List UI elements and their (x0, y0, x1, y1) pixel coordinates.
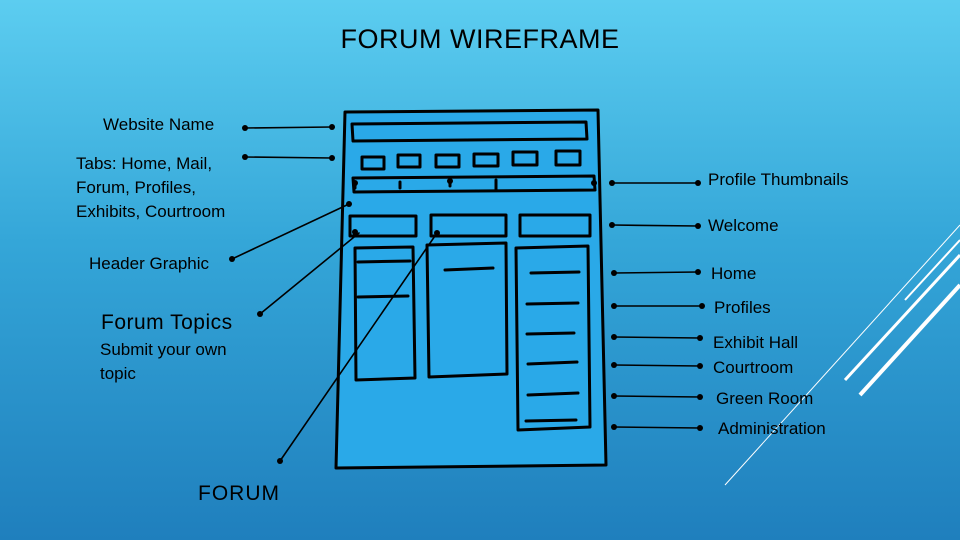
accent-line (843, 253, 960, 382)
label-submit-topic-line-1: Submit your own (100, 340, 227, 359)
label-tabs-line-2: Forum, Profiles, (76, 178, 196, 197)
tab-box (360, 155, 386, 171)
slide-title: FORUM WIREFRAME (340, 24, 620, 54)
forum-topics-box (353, 245, 417, 382)
welcome-box (429, 213, 508, 238)
label-welcome: Welcome (708, 216, 779, 235)
tab-box (472, 152, 500, 168)
header-graphic-box (518, 213, 592, 238)
accent-line (858, 283, 960, 397)
label-forum: FORUM (198, 482, 280, 505)
label-exhibit-hall: Exhibit Hall (713, 333, 799, 352)
label-profile-thumbnails: Profile Thumbnails (708, 170, 849, 189)
label-submit-topic-line-2: topic (100, 364, 136, 383)
tab-box (511, 150, 539, 167)
tab-box (554, 149, 582, 167)
label-forum-topics: Forum Topics (101, 311, 233, 334)
header-graphic-box (348, 214, 418, 238)
label-home: Home (711, 264, 757, 283)
label-courtroom: Courtroom (713, 358, 794, 377)
label-website-name: Website Name (103, 115, 215, 134)
content-box (425, 241, 509, 379)
label-header-graphic: Header Graphic (89, 254, 210, 273)
label-tabs-line-3: Exhibits, Courtroom (76, 202, 226, 221)
tab-box (434, 153, 461, 169)
label-profiles: Profiles (714, 298, 771, 317)
label-administration: Administration (718, 419, 826, 438)
label-tabs-line-1: Tabs: Home, Mail, (76, 154, 213, 173)
website-name-box (350, 120, 589, 143)
nav-column-box (514, 244, 592, 432)
accent-line (724, 224, 960, 486)
label-green-room: Green Room (716, 389, 814, 408)
accent-line (904, 239, 960, 301)
corner-accent-lines (724, 224, 960, 486)
tab-box (396, 153, 422, 169)
